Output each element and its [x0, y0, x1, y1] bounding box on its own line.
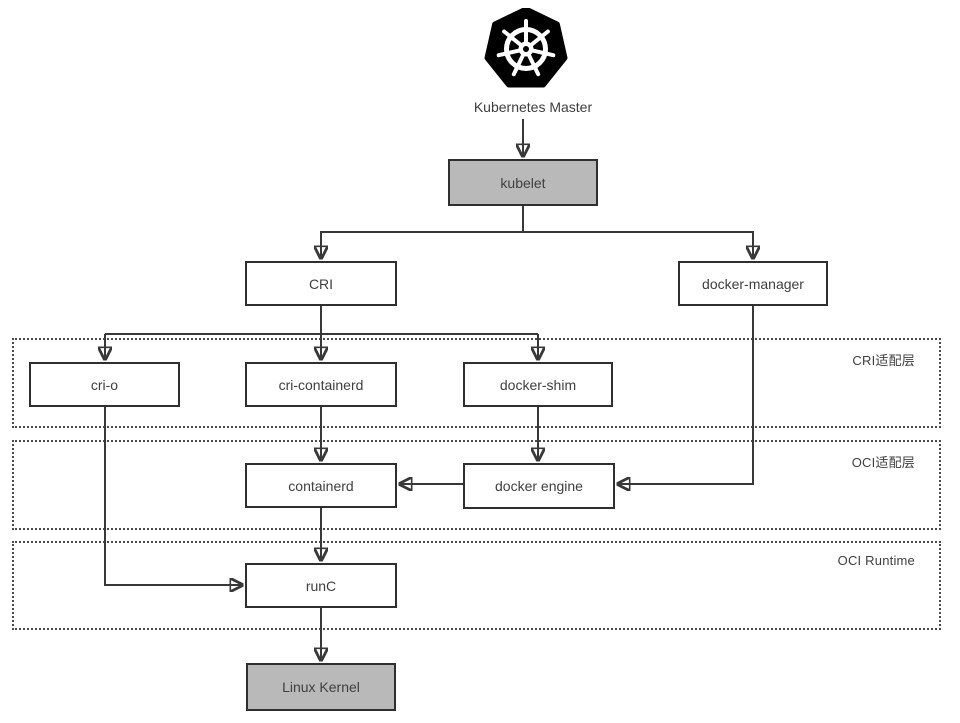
node-containerd: containerd	[245, 463, 397, 508]
region-cri-adapter-layer: CRI适配层	[12, 338, 941, 428]
connector-kubelet-to-cri	[321, 206, 524, 259]
kubernetes-logo-icon	[484, 8, 568, 88]
node-linux-kernel: Linux Kernel	[246, 663, 396, 711]
node-cri: CRI	[245, 261, 397, 306]
node-docker-engine: docker engine	[463, 463, 615, 509]
connector-docker-manager-to-docker-engine	[617, 306, 754, 484]
region-oci-adapter-layer: OCI适配层	[12, 440, 941, 530]
region-oci-runtime-label: OCI Runtime	[837, 553, 915, 568]
node-cri-containerd: cri-containerd	[245, 362, 397, 407]
node-runc: runC	[245, 563, 397, 608]
region-oci-adapter-layer-label: OCI适配层	[851, 455, 915, 470]
connector-kubelet-to-docker-manager	[523, 231, 753, 259]
region-oci-runtime: OCI Runtime	[12, 541, 941, 630]
region-cri-adapter-layer-label: CRI适配层	[852, 353, 915, 368]
node-kubelet: kubelet	[448, 159, 598, 206]
node-docker-shim: docker-shim	[463, 362, 613, 407]
connector-cri-o-to-runc	[104, 407, 243, 585]
node-cri-o: cri-o	[29, 362, 180, 407]
kubernetes-master-label: Kubernetes Master	[473, 99, 593, 115]
node-docker-manager: docker-manager	[678, 261, 828, 306]
